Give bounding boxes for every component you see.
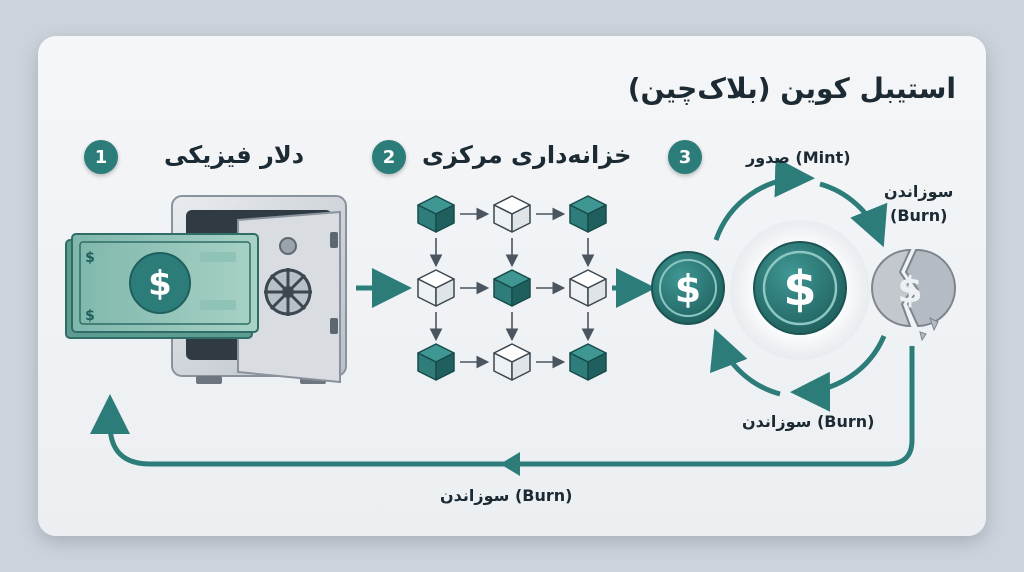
diagram-title: استیبل کوین (بلاک‌چین)	[627, 72, 956, 105]
burn-arc-right	[790, 335, 887, 412]
network-cube	[569, 195, 607, 233]
step-1-label: دلار فیزیکی	[164, 141, 305, 169]
mint-arc-right	[819, 181, 888, 248]
burn-label-right-en: (Burn)	[890, 206, 948, 225]
broken-coin-icon: $	[871, 248, 956, 342]
step-number-badge: 3	[668, 140, 702, 174]
svg-text:$: $	[85, 308, 95, 324]
mint-arc-left	[713, 157, 815, 241]
cube-network-icon	[417, 195, 607, 381]
network-cube	[493, 269, 531, 307]
dollar-coin-icon: $	[651, 251, 725, 325]
network-cube	[417, 195, 455, 233]
svg-text:$: $	[783, 261, 816, 317]
network-cube	[493, 343, 531, 381]
return-flow-arrow	[90, 346, 915, 467]
burn-arc-left	[710, 328, 781, 397]
dollar-bill-icon: $ $ $	[65, 233, 259, 339]
svg-text:$: $	[148, 264, 172, 304]
svg-text:$: $	[675, 267, 701, 311]
network-cube	[417, 343, 455, 381]
network-cube	[417, 269, 455, 307]
step-2-label: خزانه‌داری مرکزی	[422, 141, 632, 169]
network-cube	[569, 269, 607, 307]
mint-label: صدور (Mint)	[746, 148, 851, 167]
svg-text:$: $	[897, 270, 922, 311]
dollar-coin-icon: $	[753, 241, 847, 335]
burn-label-lower: سوزاندن (Burn)	[742, 412, 875, 431]
step-number-badge: 1	[84, 140, 118, 174]
return-flow-arrowhead-mid	[500, 452, 520, 476]
burn-label-right-fa: سوزاندن	[884, 182, 954, 201]
return-burn-label: سوزاندن (Burn)	[440, 486, 573, 505]
network-cube	[569, 343, 607, 381]
network-cube	[493, 195, 531, 233]
step-number-badge: 2	[372, 140, 406, 174]
svg-text:$: $	[85, 250, 95, 266]
